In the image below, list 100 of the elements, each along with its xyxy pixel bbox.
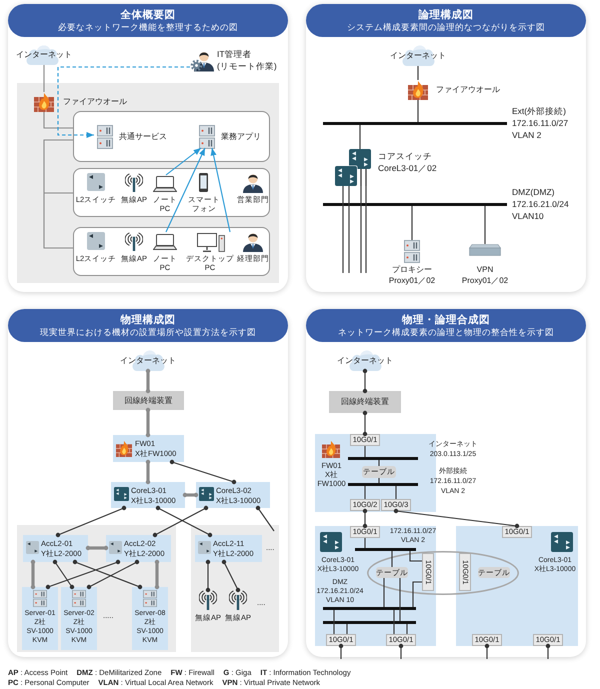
device-label: VPN (476, 265, 494, 275)
cable-line (146, 460, 150, 484)
device-label: ファイアウオール (436, 85, 500, 95)
arrow (57, 66, 190, 138)
arrow (210, 148, 231, 232)
cloud-label: インターネット (16, 50, 72, 60)
network-label: VLAN10 (512, 211, 544, 222)
connector-line (364, 538, 366, 548)
panel-card (306, 4, 586, 292)
connector-line (411, 206, 413, 240)
panel-title: 物理構成図 (120, 314, 176, 327)
panel-subtitle: ネットワーク構成要素の論理と物理の整合性を示す図 (338, 327, 554, 338)
device-box (113, 435, 184, 462)
cable-line (546, 644, 550, 659)
group-box (73, 227, 270, 276)
person-label: IT管理者 (217, 49, 252, 60)
network-label: VLAN 2 (512, 130, 542, 140)
connector-line (395, 486, 397, 499)
connector-line (364, 446, 366, 457)
equipment-box: 回線終端装置 (113, 391, 184, 410)
connector-line (383, 578, 385, 607)
network-label: 172.16.21.0/24 (512, 199, 569, 210)
connector-line (348, 186, 350, 273)
cable-line (86, 546, 108, 550)
panel-title: 物理・論理合成図 (402, 314, 490, 327)
group-box (73, 111, 270, 162)
cable-line (206, 560, 210, 592)
connector-line (393, 610, 395, 634)
cable-line (182, 492, 198, 498)
equipment-box: 回線終端装置 (329, 391, 401, 413)
bus-bar (323, 607, 416, 610)
cloud-label: インターネット (390, 51, 446, 61)
device-label: CoreL3-01／02 (378, 163, 437, 174)
bus-bar (348, 483, 418, 486)
connector-line (360, 186, 362, 273)
network-label: 172.16.11.0/27 (512, 118, 568, 128)
cable-line (256, 506, 274, 532)
connector-line (359, 125, 361, 149)
device-box (111, 482, 185, 508)
device-label: Proxy01／02 (462, 276, 508, 286)
panel-title: 論理構成図 (418, 9, 474, 22)
panel-card (8, 309, 288, 657)
device-label: 共通サービス (119, 132, 167, 142)
cable-line (362, 508, 368, 528)
connector-line (43, 65, 45, 92)
connector-line (43, 112, 73, 129)
connector-line (342, 186, 344, 273)
device-label: ファイアウオール (63, 97, 127, 107)
cable-line (146, 368, 150, 394)
cable-line (72, 560, 142, 590)
panel-subtitle: 必要なネットワーク機能を整理するための図 (58, 22, 238, 33)
connector-line (378, 478, 380, 483)
panel-card (8, 4, 288, 292)
server-box (61, 587, 97, 650)
panel-card (306, 309, 586, 657)
connector-line (391, 551, 393, 567)
connector-line (365, 186, 367, 273)
cable-line (398, 644, 404, 659)
connector-line (399, 578, 401, 621)
panel-subtitle: 現実世界における機材の設置場所や設置方法を示す図 (40, 327, 256, 338)
device-label: 業務アプリ (221, 132, 261, 142)
connector-line (484, 206, 486, 244)
connector-line (412, 581, 422, 607)
network-label: Ext(外部接続) (512, 106, 566, 116)
connector-line (346, 624, 348, 634)
cable-line (484, 644, 490, 659)
device-label: コアスイッチ (378, 151, 432, 162)
device-box (195, 535, 262, 562)
device-box (196, 482, 270, 508)
group-box (73, 168, 270, 217)
server-box (22, 587, 58, 650)
cable-line (338, 644, 344, 659)
cable-line (30, 560, 36, 590)
device-area (315, 526, 436, 646)
cable-line (362, 368, 368, 394)
cable-line (154, 560, 160, 590)
bus-bar (323, 122, 507, 125)
connector-line (417, 100, 419, 122)
device-label: プロキシー (392, 265, 432, 275)
bus-bar (355, 548, 416, 551)
connector-line (406, 624, 408, 634)
device-box (23, 535, 88, 562)
cable-line (52, 560, 74, 590)
bus-bar (323, 203, 507, 206)
bus-bar (348, 457, 418, 460)
cable-line (146, 408, 150, 438)
cloud-label: インターネット (337, 356, 393, 366)
cable-line (170, 460, 236, 484)
network-label: DMZ(DMZ) (512, 187, 554, 198)
cloud-label: インターネット (120, 356, 176, 366)
person-label: (リモート作業) (217, 61, 277, 72)
device-area (456, 526, 578, 646)
connector-line (43, 139, 74, 249)
cable-line (86, 560, 140, 590)
connector-line (364, 486, 366, 499)
panel-subtitle: システム構成要素間の論理的なつながりを示す図 (347, 22, 545, 33)
bus-bar (323, 621, 416, 624)
panel-title: 全体概要図 (120, 9, 176, 22)
device-label: Proxy01／02 (388, 276, 436, 286)
cable-line (362, 410, 368, 436)
